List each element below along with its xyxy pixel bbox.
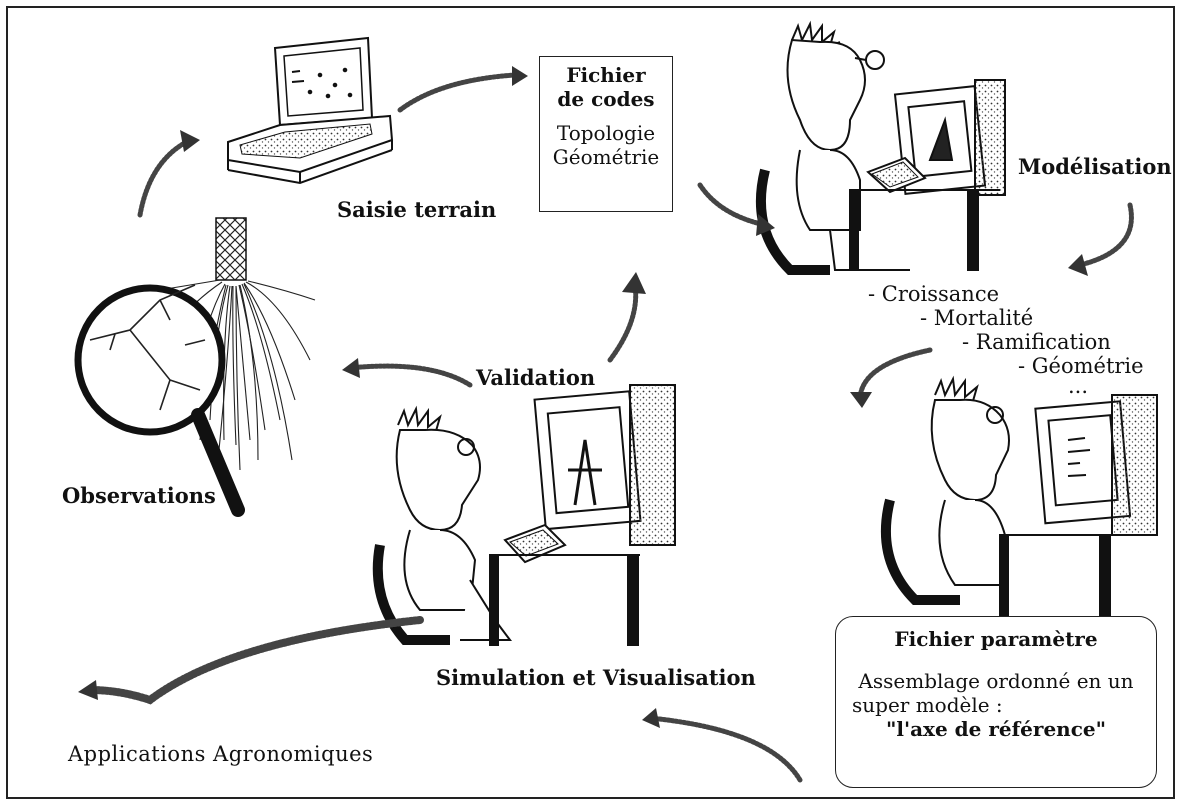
- fichier-parametre-line3: "l'axe de référence": [885, 717, 1107, 741]
- label-saisie-terrain: Saisie terrain: [337, 197, 497, 222]
- fichier-codes-topologie: Topologie: [556, 121, 656, 145]
- fichier-parametre-box: Fichier paramètre Assemblage ordonné en …: [835, 616, 1157, 788]
- figure-frame: [6, 6, 1175, 799]
- label-observations: Observations: [62, 483, 216, 508]
- modelisation-item-4: - Géométrie: [1018, 354, 1144, 378]
- modelisation-item-3: - Ramification: [962, 330, 1111, 354]
- laptop-illustration: [227, 36, 394, 185]
- flow-arrows: [86, 72, 1134, 783]
- label-modelisation: Modélisation: [1018, 154, 1172, 179]
- fichier-codes-geometrie: Géométrie: [552, 145, 660, 169]
- person-computer-modelisation: [755, 20, 1006, 275]
- person-computer-parametre: [880, 375, 1158, 616]
- modelisation-item-1: - Croissance: [868, 282, 1000, 306]
- modelisation-item-5: ...: [1068, 374, 1089, 398]
- magnifying-glass-icon: [74, 284, 245, 517]
- fichier-parametre-line2: super modèle :: [852, 693, 1003, 717]
- arrow-heads: [78, 66, 1088, 728]
- label-validation: Validation: [476, 365, 596, 390]
- label-simulation: Simulation et Visualisation: [436, 665, 756, 690]
- label-applications: Applications Agronomiques: [68, 742, 374, 766]
- fichier-codes-title-1: Fichier: [566, 63, 646, 87]
- fichier-codes-title-2: de codes: [557, 87, 655, 111]
- fichier-parametre-title: Fichier paramètre: [894, 627, 1098, 651]
- fichier-parametre-line1: Assemblage ordonné en un: [858, 669, 1134, 693]
- person-computer-simulation: [372, 384, 676, 646]
- fichier-codes-box: Fichier de codes Topologie Géométrie: [539, 56, 673, 212]
- modelisation-item-2: - Mortalité: [920, 306, 1034, 330]
